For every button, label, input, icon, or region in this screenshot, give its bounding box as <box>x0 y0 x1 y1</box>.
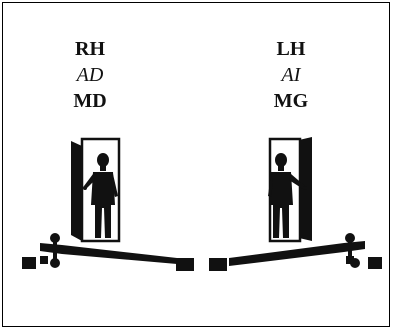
door-swing-icon <box>229 241 365 266</box>
label-rh: RH <box>75 38 105 60</box>
label-mg: MG <box>273 90 309 112</box>
rh-door-group <box>22 137 194 271</box>
left-hand-labels: LH AI MG <box>251 36 331 114</box>
lh-door-group <box>209 137 382 271</box>
person-icon <box>268 153 307 238</box>
label-md: MD <box>73 90 107 112</box>
diagram-frame <box>2 2 390 327</box>
label-ad: AD <box>76 64 104 86</box>
rh-door-leaf <box>71 141 82 241</box>
person-icon <box>83 153 118 238</box>
right-hand-labels: RH AD MD <box>50 36 130 114</box>
label-lh: LH <box>276 38 306 60</box>
label-ai: AI <box>281 64 301 86</box>
door-swing-icon <box>40 243 177 264</box>
